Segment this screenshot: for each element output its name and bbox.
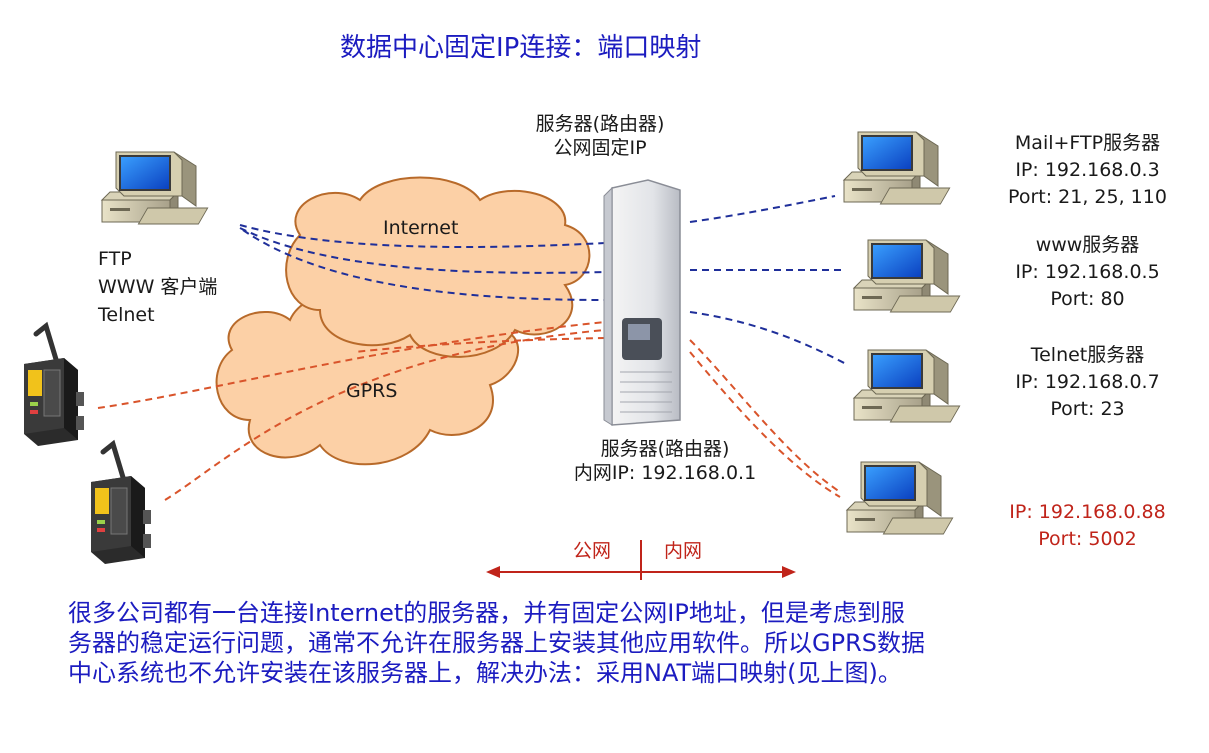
server-ip: IP: 192.168.0.3 (1015, 159, 1160, 181)
network-boundary (486, 540, 796, 580)
router-private-label: 服务器(路由器) 内网IP: 192.168.0.1 (570, 438, 760, 486)
server-name: Telnet服务器 (1030, 344, 1145, 366)
gprs-links (97, 321, 841, 501)
lan-link-4a (689, 339, 841, 493)
internet-cloud-label: Internet (383, 217, 459, 239)
public-links (239, 195, 849, 366)
router-public-name: 服务器(路由器) (535, 113, 665, 135)
client-line-1: FTP (98, 248, 132, 270)
page-title: 数据中心固定IP连接：端口映射 (340, 33, 702, 63)
gprs-data-center-label: IP: 192.168.0.88 Port: 5002 (985, 499, 1190, 553)
mail-ftp-server-label: Mail+FTP服务器 IP: 192.168.0.3 Port: 21, 25… (985, 130, 1190, 211)
www-server-icon (853, 239, 961, 313)
router-private-name: 服务器(路由器) (600, 438, 730, 460)
server-port: Port: 21, 25, 110 (1008, 186, 1167, 208)
gprs-modem-icon-2 (91, 444, 151, 564)
gprs-server-icon (846, 461, 954, 535)
server-name: Mail+FTP服务器 (1014, 132, 1161, 154)
note-line-1: 很多公司都有一台连接Internet的服务器，并有固定公网IP地址，但是考虑到服 (68, 599, 905, 627)
telnet-server-label: Telnet服务器 IP: 192.168.0.7 Port: 23 (985, 342, 1190, 423)
client-line-2: WWW 客户端 (98, 276, 218, 298)
note-line-2: 务器的稳定运行问题，通常不允许在服务器上安装其他应用软件。所以GPRS数据 (68, 629, 925, 657)
mail-ftp-server-icon (843, 131, 951, 205)
client-line-3: Telnet (98, 304, 155, 326)
public-link-2 (239, 227, 606, 274)
router-private-ip: 内网IP: 192.168.0.1 (573, 461, 757, 484)
server-ip: IP: 192.168.0.5 (1015, 261, 1160, 283)
lan-link-3 (689, 311, 849, 366)
internet-cloud (285, 176, 591, 358)
gprs-link-3 (354, 337, 606, 353)
server-port: Port: 23 (1050, 398, 1125, 420)
www-server-label: www服务器 IP: 192.168.0.5 Port: 80 (985, 232, 1190, 313)
lan-link-1 (689, 195, 836, 223)
explanation-note: 很多公司都有一台连接Internet的服务器，并有固定公网IP地址，但是考虑到服… (68, 598, 925, 688)
server-ip: IP: 192.168.0.88 (1009, 501, 1166, 523)
server-ip: IP: 192.168.0.7 (1015, 371, 1160, 393)
client-label: FTP WWW 客户端 Telnet (98, 245, 217, 329)
gprs-modem-icon-1 (24, 326, 84, 446)
server-port: Port: 5002 (1038, 528, 1137, 550)
router-public-label: 服务器(路由器) 公网固定IP (520, 113, 680, 161)
public-network-label: 公网 (573, 540, 612, 562)
server-name: www服务器 (1035, 234, 1140, 256)
public-link-1 (239, 224, 606, 249)
gprs-cloud-label: GPRS (346, 380, 398, 402)
gprs-link-2 (164, 329, 606, 501)
telnet-server-icon (853, 349, 961, 423)
server-port: Port: 80 (1050, 288, 1125, 310)
client-computer-icon (101, 151, 209, 225)
router-server (603, 179, 681, 426)
lan-link-4b (689, 351, 841, 498)
private-network-label: 内网 (664, 540, 703, 562)
router-public-ip: 公网固定IP (553, 136, 647, 159)
note-line-3: 中心系统也不允许安装在该服务器上，解决办法：采用NAT端口映射(见上图)。 (68, 659, 902, 687)
gprs-link-1 (97, 321, 606, 409)
